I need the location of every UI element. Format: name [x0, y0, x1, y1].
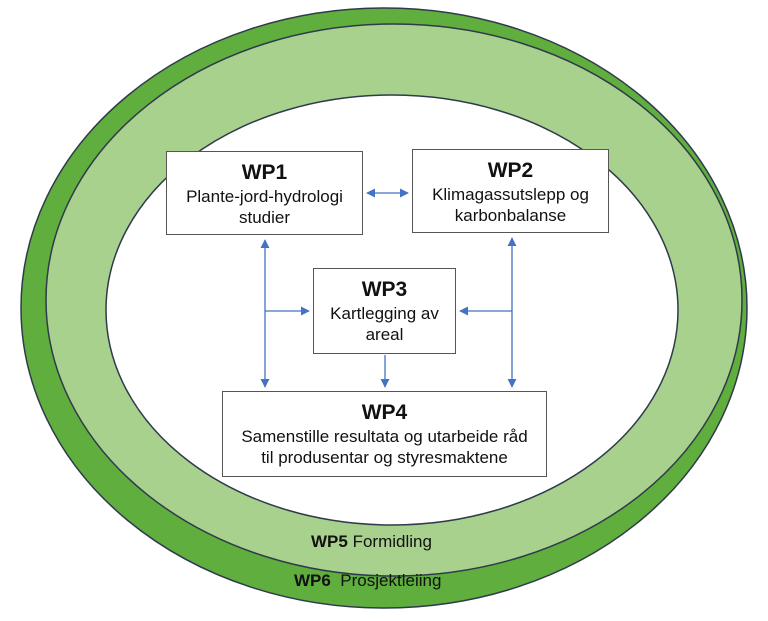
wp1-title: WP1	[241, 161, 288, 184]
wp3-desc-line2: areal	[365, 325, 404, 344]
wp1-desc-line2: studier	[238, 208, 291, 227]
wp4-box: WP4 Samenstille resultata og utarbeide r…	[222, 391, 547, 477]
wp1-box: WP1 Plante-jord-hydrologi studier	[166, 151, 363, 235]
wp3-desc-line1: Kartlegging av	[330, 304, 439, 323]
wp1-desc-line1: Plante-jord-hydrologi	[186, 187, 343, 206]
wp2-box: WP2 Klimagassutslepp og karbonbalanse	[412, 149, 609, 233]
wp5-label: WP5 Formidling	[311, 532, 432, 552]
wp6-text: Prosjektleiing	[340, 571, 442, 590]
wp6-title: WP6	[294, 571, 331, 590]
wp3-title: WP3	[361, 278, 408, 301]
wp6-label: WP6 Prosjektleiing	[294, 571, 441, 591]
wp4-title: WP4	[361, 401, 408, 424]
wp2-desc-line1: Klimagassutslepp og	[432, 185, 589, 204]
wp5-text: Formidling	[352, 532, 432, 551]
wp3-box: WP3 Kartlegging av areal	[313, 268, 456, 354]
wp2-title: WP2	[487, 159, 534, 182]
wp4-desc-line2: til produsentar og styresmaktene	[261, 448, 508, 467]
wp5-title: WP5	[311, 532, 348, 551]
arrows	[260, 188, 517, 388]
wp4-desc-line1: Samenstille resultata og utarbeide råd	[241, 427, 528, 446]
wp2-desc-line2: karbonbalanse	[454, 206, 567, 225]
